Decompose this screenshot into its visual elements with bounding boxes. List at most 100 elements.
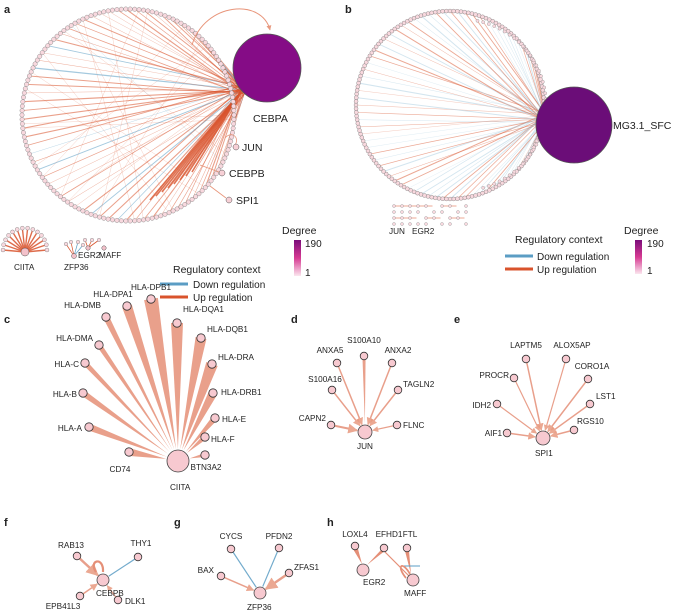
panel-a-ciita-target: [3, 237, 8, 242]
panel-b-gene-node: [378, 166, 384, 172]
panel-b-small-node: [408, 222, 412, 226]
panel-b-edge: [442, 10, 546, 117]
panel-b-gene-node: [455, 196, 460, 201]
panel-b-gene-node-inner: [507, 173, 512, 178]
panel-a-egr2-label: EGR2: [78, 251, 101, 260]
panel-g-target-label: CYCS: [220, 532, 243, 541]
panel-b-gene-node: [395, 24, 400, 30]
panel-a-ciita-hub: [20, 247, 30, 257]
panel-a-gene-node: [48, 185, 54, 190]
panel-c-edge: [171, 322, 183, 450]
panel-b-gene-node: [389, 176, 395, 182]
panel-b-gene-node: [433, 9, 438, 15]
panel-b-gene-node-inner: [531, 58, 536, 63]
panel-c-target-node: [122, 301, 132, 311]
panel-a-gene-node: [199, 36, 205, 42]
panel-e-target-label: IDH2: [472, 401, 491, 410]
panel-a-gene-node: [158, 11, 164, 17]
panel-b-gene-node: [354, 113, 359, 119]
panel-a-gene-node: [189, 28, 195, 33]
panel-c-edge: [87, 423, 167, 457]
panel-a-gene-node: [228, 138, 234, 144]
panel-f-target-label: RAB13: [58, 541, 84, 550]
panel-a-gene-node: [127, 6, 133, 12]
panel-a-cross-edge: [60, 88, 231, 197]
panel-b-gene-node-inner: [528, 53, 533, 58]
panel-b-edge: [363, 116, 546, 142]
panel-a-gene-node: [229, 90, 235, 96]
panel-a-gene-node: [231, 112, 237, 118]
panel-b-edge: [449, 10, 546, 122]
panel-a-gene-node: [114, 218, 120, 223]
panel-c-target-node: [124, 447, 134, 457]
panel-b-egr2-label: EGR2: [412, 227, 435, 236]
panel-b-small-subnets: [392, 204, 468, 226]
panel-a-gene-node: [80, 208, 86, 214]
panel-c-target-label: HLA-DRA: [218, 353, 254, 362]
panel-a-edge: [42, 89, 241, 178]
panel-a-hub-label: CEBPA: [253, 113, 288, 125]
panel-a-gene-node: [158, 213, 164, 219]
panel-h-target-node: [379, 543, 389, 553]
panel-b-gene-node: [466, 194, 471, 200]
panel-g-target-label: ZFAS1: [294, 563, 319, 572]
panel-b-gene-node-inner: [541, 80, 545, 84]
panel-a-gene-node: [182, 202, 188, 207]
panel-b-gene-node-inner: [475, 19, 480, 23]
panel-b-gene-node: [356, 80, 361, 86]
panel-e-hub-label: SPI1: [535, 449, 553, 458]
panel-a-gene-node: [21, 94, 26, 100]
panel-a-gene-node: [162, 211, 168, 217]
panel-b-edge: [373, 120, 546, 161]
panel-b-gene-node: [398, 182, 404, 188]
panel-a-gene-node: [178, 204, 184, 210]
panel-c-target-label: HLA-C: [54, 360, 79, 369]
panel-a-edge: [24, 89, 245, 94]
panel-a-gene-node: [27, 73, 32, 79]
panel-a-gene-node: [92, 11, 98, 17]
panel-b-small-node: [400, 222, 404, 226]
panel-b-gene-node-inner: [512, 36, 517, 41]
panel-f-target-node: [72, 551, 82, 561]
panel-e-target-label: CORO1A: [575, 362, 610, 371]
panel-a-cross-edge: [22, 114, 235, 125]
panel-a-gene-node: [21, 130, 26, 136]
legend-b: Degree 190 1 Regulatory context Down reg…: [505, 225, 664, 277]
panel-letter-c: c: [4, 314, 10, 326]
panel-letter-f: f: [4, 517, 8, 529]
panel-a-gene-node: [123, 218, 129, 224]
panel-a-gene-node: [225, 147, 231, 153]
panel-a-gene-node: [88, 211, 94, 217]
panel-a-gene-node: [193, 194, 198, 200]
panel-e-edge: [543, 358, 567, 431]
panel-b-gene-node: [371, 47, 377, 52]
panel-b-edge: [383, 116, 546, 172]
panel-b-edge: [400, 116, 546, 186]
panel-a-edge: [22, 89, 243, 112]
panel-b-small-node: [440, 222, 444, 226]
panel-a-cross-edge: [22, 119, 234, 129]
panel-b-edge: [356, 112, 546, 120]
panel-a-edge: [32, 87, 244, 163]
panel-a-gene-node: [149, 215, 155, 221]
panel-e-target-label: AIF1: [485, 429, 503, 438]
panel-a-gene-node: [54, 191, 60, 197]
legend-b-degree-title: Degree: [624, 225, 659, 237]
panel-b-gene-node: [369, 50, 375, 55]
panel-b-small-node: [432, 216, 436, 220]
panel-f-edge: [76, 555, 99, 577]
panel-a-gene-node: [202, 185, 208, 190]
panel-d-target-node: [392, 420, 402, 430]
panel-h-edges: [353, 549, 420, 579]
panel-b-gene-node: [378, 38, 384, 44]
panel-a-gene-node: [39, 50, 45, 56]
panel-b-small-node: [408, 204, 412, 208]
panel-c-target-label: HLA-B: [53, 390, 78, 399]
panel-b-gene-node-inner: [534, 142, 539, 147]
panel-a-maff-hub: [101, 245, 107, 251]
panel-c-target-node: [146, 294, 156, 304]
panel-h-maff-node: [406, 573, 420, 587]
panel-f-edge: [108, 556, 139, 577]
